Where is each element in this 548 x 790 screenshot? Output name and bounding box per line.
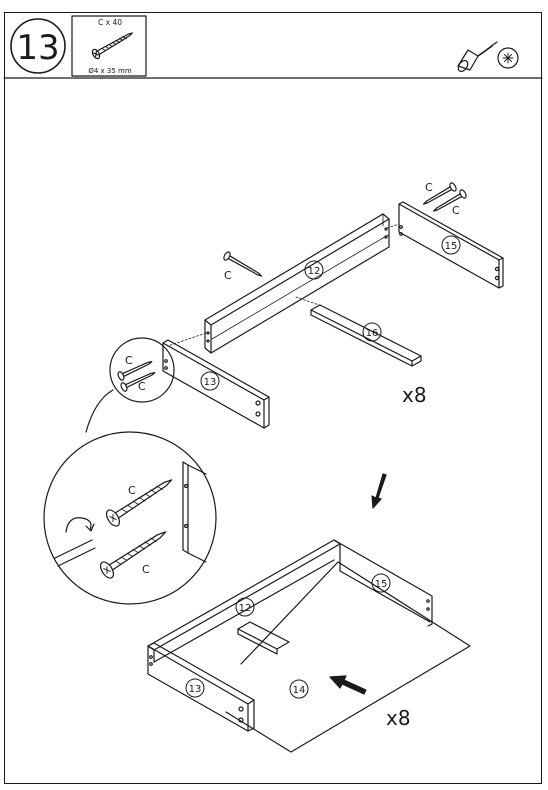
drawer-label-14: 14 bbox=[293, 685, 306, 696]
arrow-down-icon bbox=[371, 473, 387, 509]
step-number-circle bbox=[10, 18, 66, 74]
panel-12 bbox=[204, 213, 390, 354]
hardware-code-qty: C x 40 bbox=[98, 18, 122, 27]
screws-panel-15 bbox=[422, 182, 467, 212]
screw-letter: C bbox=[142, 563, 150, 576]
screw-letter: C bbox=[128, 484, 136, 497]
hardware-size: Ø4 x 35 mm bbox=[88, 67, 132, 75]
screw-letter: C bbox=[425, 181, 433, 194]
phillips-screwdriver-icon bbox=[457, 41, 519, 73]
hardware-box bbox=[71, 15, 147, 77]
zoom-screw-lower bbox=[99, 531, 167, 579]
screw-icon bbox=[91, 32, 133, 60]
part-label-12: 12 bbox=[308, 266, 321, 277]
screw-letter: C bbox=[224, 269, 232, 282]
alignment-lines bbox=[167, 223, 400, 347]
screw-letter: C bbox=[138, 380, 146, 393]
panel-15 bbox=[398, 201, 504, 289]
arrow-push-icon bbox=[329, 675, 367, 695]
multiplier-slats: x8 bbox=[402, 383, 427, 407]
drawer-label-15: 15 bbox=[375, 579, 388, 590]
panel-14 bbox=[225, 561, 471, 753]
header: 13 C x 40 Ø4 x 35 mm bbox=[3, 15, 543, 79]
part-label-13: 13 bbox=[204, 377, 217, 388]
screw-letter: C bbox=[452, 204, 460, 217]
screw-letter: C bbox=[125, 354, 133, 367]
drawer-label-13: 13 bbox=[189, 684, 202, 695]
multiplier-bottoms: x8 bbox=[386, 706, 411, 730]
rotate-arrow-icon bbox=[65, 517, 92, 533]
instruction-page-frame bbox=[4, 12, 542, 784]
screwdriver-tip bbox=[54, 539, 96, 567]
part-markers bbox=[185, 235, 461, 699]
zoom-screw-upper bbox=[105, 479, 173, 527]
drawer-label-12: 12 bbox=[239, 603, 252, 614]
part-label-16: 16 bbox=[366, 328, 379, 339]
zoom-detail bbox=[43, 431, 217, 605]
panel-13 bbox=[162, 339, 270, 429]
screw-panel-12 bbox=[223, 251, 263, 277]
step-number: 13 bbox=[16, 28, 59, 68]
screws-panel-13 bbox=[85, 337, 175, 433]
drawer-assembly bbox=[147, 539, 471, 753]
slat-16 bbox=[310, 304, 422, 367]
part-label-15: 15 bbox=[445, 241, 458, 252]
